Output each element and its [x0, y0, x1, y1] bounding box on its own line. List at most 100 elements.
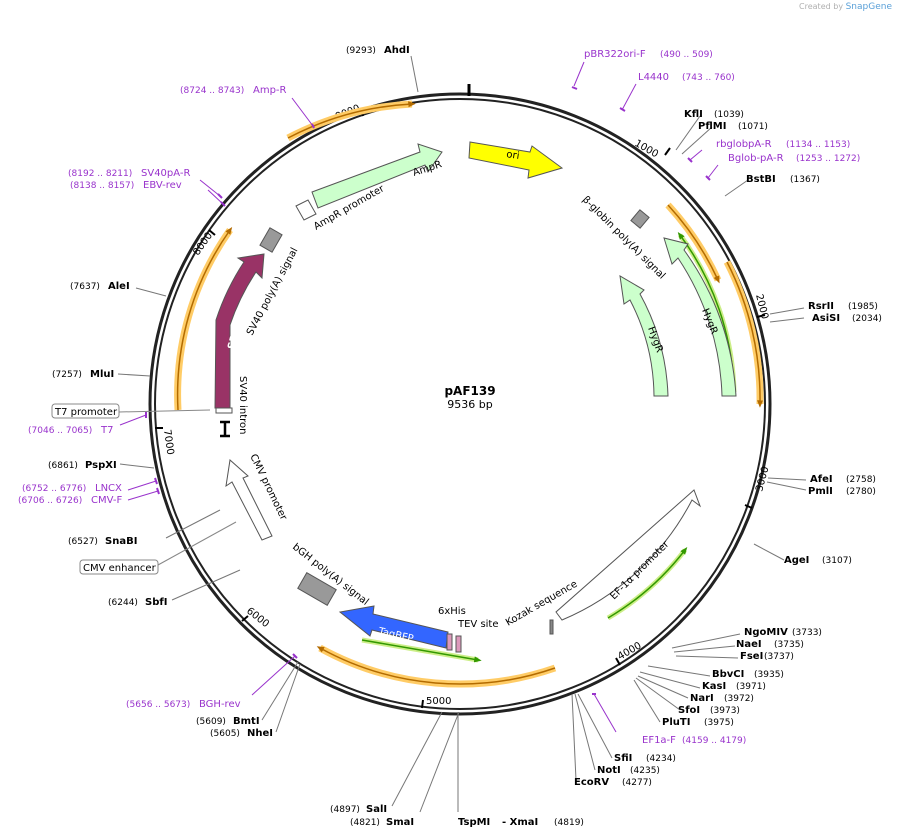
feature-ori-label: ori: [506, 149, 520, 162]
site-ngomiv-pos: (3733): [792, 628, 822, 638]
site-naei-name: NaeI: [736, 639, 762, 650]
cmv-enhancer-leader: [157, 521, 237, 566]
site-smai-pos: (4821): [350, 818, 380, 828]
site-pmli-name: PmlI: [808, 486, 833, 497]
site-pluti-name: PluTI: [662, 717, 690, 728]
site-ngomiv-name: NgoMIV: [744, 627, 788, 638]
feature-tev-label: TEV site: [457, 619, 499, 630]
site-pmli-pos: (2780): [846, 487, 876, 497]
primer-labels: pBR322ori-F (490 .. 509) L4440 (743 .. 7…: [18, 49, 860, 746]
feature-bgh-polya: [297, 572, 337, 606]
site-noti-name: NotI: [597, 765, 621, 776]
primer-l4440-range: (743 .. 760): [682, 73, 735, 83]
feature-kozak: [549, 619, 554, 635]
site-ecorv-pos: (4277): [622, 778, 652, 788]
site-xmai-pos: (4819): [554, 818, 584, 828]
primer-sv40pa-range: (8192 .. 8211): [68, 169, 132, 179]
site-fsei-pos: (3737): [764, 652, 794, 662]
feature-tagbfp: [338, 605, 449, 649]
feature-6xhis: [446, 633, 453, 651]
site-mlui-pos: (7257): [52, 370, 82, 380]
site-noti-pos: (4235): [630, 766, 660, 776]
tick-label-6000: 6000: [244, 606, 271, 630]
site-labels: (9293) AhdI KflI (1039) PflMI (1071) Bst…: [48, 45, 882, 828]
site-alei-pos: (7637): [70, 282, 100, 292]
site-afei-pos: (2758): [846, 475, 876, 485]
feature-cmv-promoter: [225, 459, 273, 541]
primer-t7-name: T7: [100, 425, 113, 436]
plasmid-length: 9536 bp: [447, 398, 492, 411]
credit-prefix: Created by: [799, 2, 844, 11]
tick-8000: [208, 229, 216, 236]
site-ahdi-name: AhdI: [384, 45, 410, 56]
orf-arcs: [174, 100, 764, 688]
t7-promoter-leader: [118, 409, 211, 413]
site-sfii-name: SfiI: [614, 753, 632, 764]
primer-ef1a-name: EF1a-F: [642, 735, 676, 746]
site-kfli-name: KflI: [684, 109, 703, 120]
site-mlui-name: MluI: [90, 369, 114, 380]
backbone-outer: [148, 92, 772, 716]
site-bbvci-name: BbvCI: [712, 669, 744, 680]
site-bmti-name: BmtI: [233, 716, 260, 727]
tick-label-4000: 4000: [616, 640, 644, 662]
feature-sv40-polya: [259, 227, 283, 253]
backbone-inner: [154, 98, 766, 710]
site-asisi-pos: (2034): [852, 314, 882, 324]
feature-6xhis-label: 6xHis: [438, 606, 466, 617]
primer-leaders: [119, 61, 719, 733]
primer-ampr-name: Amp-R: [253, 85, 287, 96]
tick-3000: [744, 504, 753, 509]
site-sfoi-name: SfoI: [678, 705, 700, 716]
site-nari-pos: (3972): [724, 694, 754, 704]
site-tspmi-name: TspMI: [458, 817, 490, 828]
feature-hygr-outer: [663, 237, 737, 397]
feature-bglobin-polya: [630, 209, 650, 229]
feature-ampr-promoter: [295, 199, 317, 221]
site-fsei-name: FseI: [740, 651, 763, 662]
site-leaders: [117, 55, 807, 813]
tick-label-5000: 5000: [426, 696, 451, 707]
tick-6000: [241, 615, 249, 622]
site-sfoi-pos: (3973): [710, 706, 740, 716]
primer-marks: [145, 86, 711, 695]
tick-2000: [756, 314, 766, 318]
site-pspxi-pos: (6861): [48, 461, 78, 471]
feature-bglobin-polya-label: β-globin poly(A) signal: [580, 194, 667, 281]
site-kasi-pos: (3971): [736, 682, 766, 692]
site-nari-name: NarI: [690, 693, 714, 704]
feature-sv40-intron-label: SV40 intron: [237, 376, 248, 434]
site-snabi-name: SnaBI: [105, 536, 137, 547]
primer-rbglob-name: rbglobpA-R: [716, 139, 772, 150]
site-bmti-pos: (5609): [196, 717, 226, 727]
site-pluti-pos: (3975): [704, 718, 734, 728]
site-bstbi-name: BstBI: [746, 174, 776, 185]
site-alei-name: AleI: [108, 281, 130, 292]
tick-5000: [421, 699, 424, 709]
snapgene-credit: Created by SnapGene: [799, 2, 892, 12]
site-bbvci-pos: (3935): [754, 670, 784, 680]
primer-lncx-range: (6752 .. 6776): [22, 484, 86, 494]
site-ahdi-pos: (9293): [346, 46, 376, 56]
feature-ef1a-promoter: [555, 489, 702, 621]
primer-bgh-name: BGH-rev: [199, 699, 241, 710]
cmv-enhancer-box: [79, 559, 159, 575]
feature-tev: [455, 635, 462, 653]
site-naei-pos: (3735): [774, 640, 804, 650]
primer-ebv-name: EBV-rev: [143, 180, 182, 191]
feature-ori: [468, 141, 564, 179]
primer-bglob-name: Bglob-pA-R: [728, 153, 784, 164]
feature-ampr: [311, 143, 443, 209]
feature-hygr-inner: [619, 275, 669, 397]
site-sbfi-pos: (6244): [108, 598, 138, 608]
primer-lncx-name: LNCX: [95, 483, 122, 494]
boxed-labels: T7 promoter CMV enhancer: [51, 403, 237, 575]
site-bstbi-pos: (1367): [790, 175, 820, 185]
site-nhei-pos: (5605): [210, 729, 240, 739]
feature-sv40-intron-glyph: [220, 420, 230, 438]
t7-promoter-box: [51, 403, 120, 419]
primer-sv40pa-name: SV40pA-R: [141, 168, 190, 179]
site-pflmi-pos: (1071): [738, 122, 768, 132]
primer-pbr-name: pBR322ori-F: [584, 49, 646, 60]
